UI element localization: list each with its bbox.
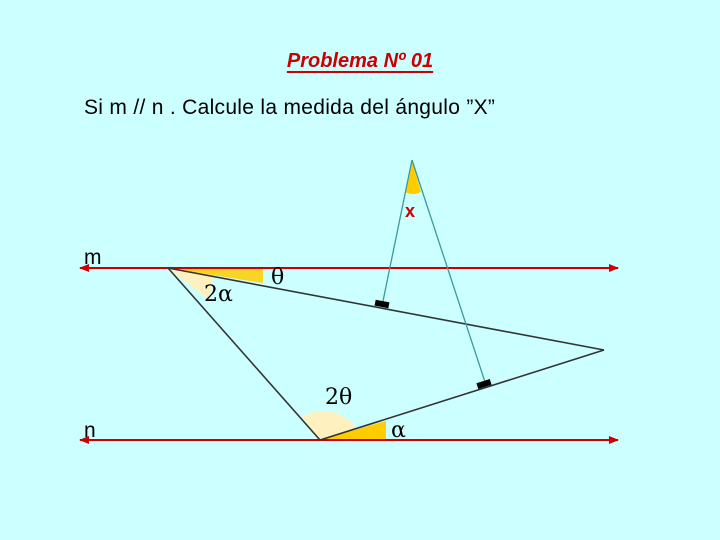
segment-m-to-n xyxy=(167,267,321,441)
perpendicular-line-1 xyxy=(381,159,413,307)
angle-x-label: x xyxy=(405,201,415,221)
angle-x-fill xyxy=(405,160,421,194)
segment-m-to-vertex xyxy=(167,267,605,351)
line-n-label: n xyxy=(84,419,96,442)
angle-theta-label: θ xyxy=(271,265,284,290)
perpendicular-line-2 xyxy=(411,159,487,386)
right-angle-mark-2 xyxy=(476,378,492,390)
problem-statement: Si m // n . Calcule la medida del ángulo… xyxy=(84,96,496,119)
angle-2alpha-label: 2α xyxy=(204,282,233,307)
page-title: Problema Nº 01 xyxy=(286,50,434,72)
angle-2alpha-fill xyxy=(168,268,215,300)
angle-2theta-label: 2θ xyxy=(325,385,352,410)
angle-2theta-fill xyxy=(302,410,356,440)
angle-alpha-label: α xyxy=(391,418,406,443)
right-angle-mark-1 xyxy=(374,299,390,309)
segment-n-to-vertex xyxy=(319,349,605,441)
line-m-label: m xyxy=(84,246,102,269)
